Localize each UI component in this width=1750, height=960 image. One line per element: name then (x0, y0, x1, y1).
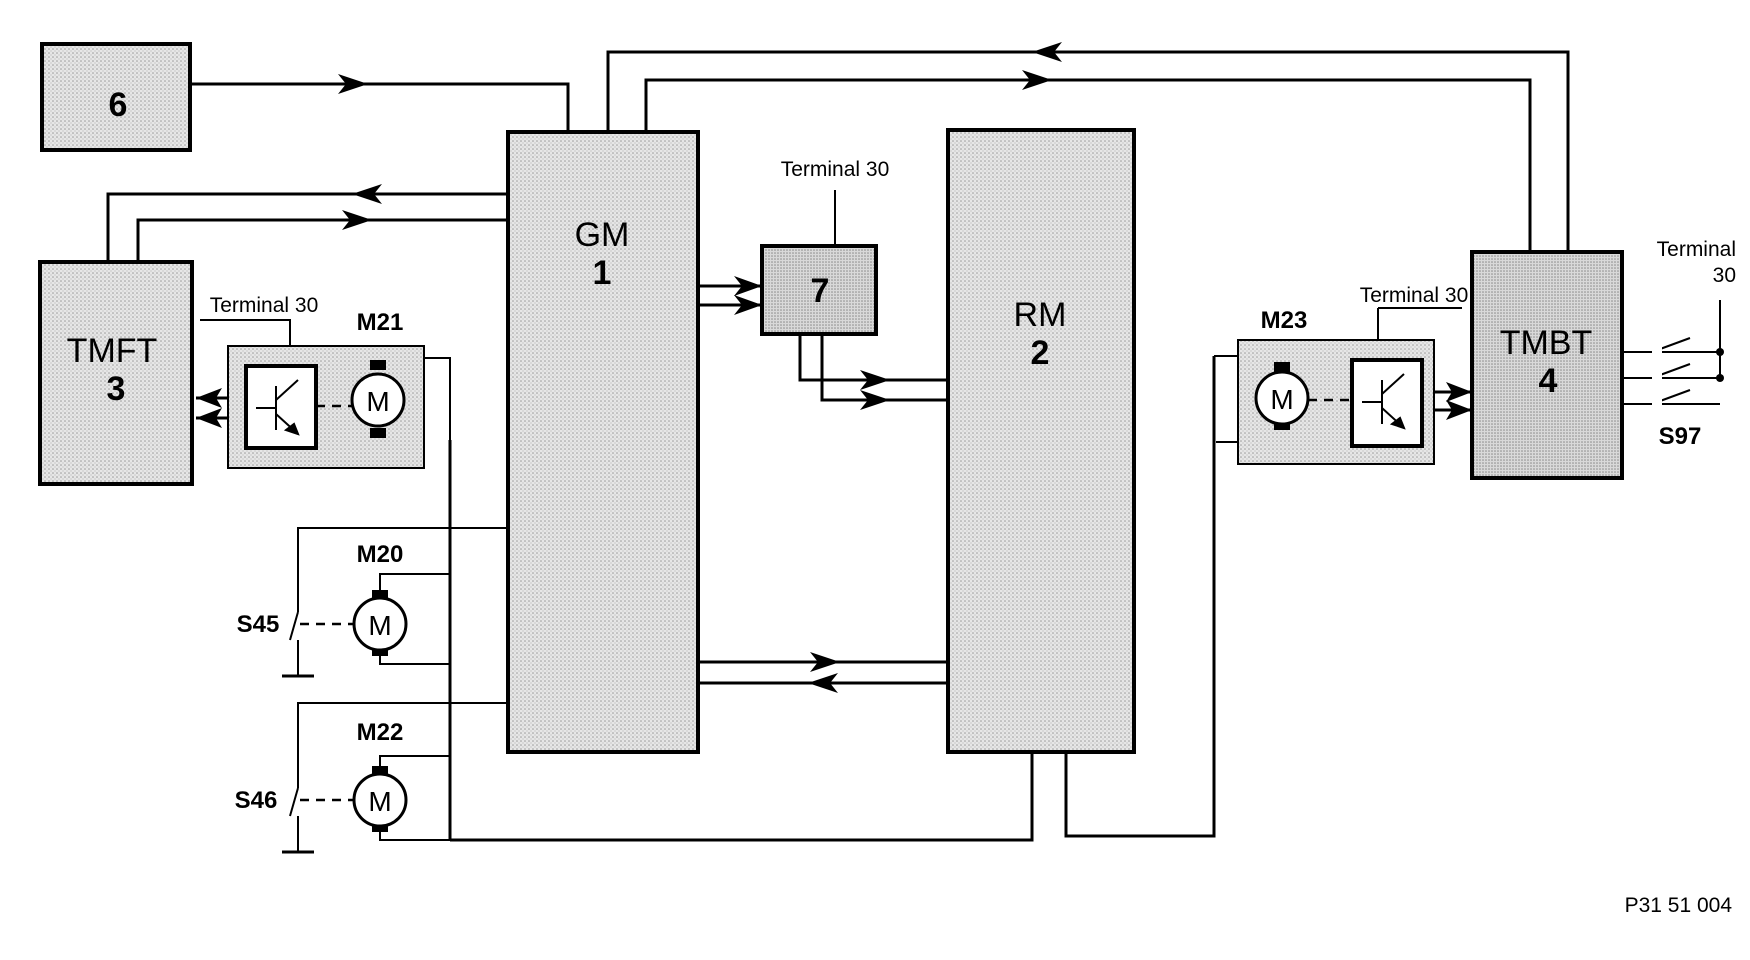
block-7-number: 7 (811, 272, 830, 310)
block-tmbt: TMBT 4 (1470, 250, 1624, 480)
block-gm-name: GM (575, 216, 630, 254)
switch-s46-icon (282, 787, 354, 854)
svg-text:M: M (368, 610, 391, 641)
motor-m23-icon: M (1254, 362, 1310, 430)
block-tmbt-name: TMBT (1500, 324, 1593, 362)
m21-module: M (227, 345, 425, 469)
s97-label: S97 (1659, 423, 1702, 450)
block-tmft-name: TMFT (67, 332, 158, 370)
block-tmft-number: 3 (107, 370, 126, 408)
transistor-icon (256, 379, 300, 436)
block-tmbt-number: 4 (1539, 362, 1558, 400)
m23-label: M23 (1261, 307, 1308, 334)
m22-label: M22 (357, 719, 404, 746)
block-6: 6 (40, 42, 192, 152)
svg-text:M: M (366, 386, 389, 417)
m21-label: M21 (357, 309, 404, 336)
svg-text:M: M (1270, 384, 1293, 415)
motor-m21-icon: M (350, 360, 406, 438)
s97-terminal-line1: Terminal (1657, 238, 1736, 261)
block-rm-number: 2 (1031, 334, 1050, 372)
block-tmft: TMFT 3 (38, 260, 194, 486)
switch-s45-icon (282, 611, 354, 678)
svg-text:M: M (368, 786, 391, 817)
s46-label: S46 (235, 787, 278, 814)
s45-label: S45 (237, 611, 280, 638)
arrows (196, 42, 1472, 693)
block-gm-number: 1 (593, 254, 612, 292)
m20-label: M20 (357, 541, 404, 568)
transistor-icon (1362, 373, 1406, 430)
block-rm: RM 2 (946, 128, 1136, 754)
motor-m22-icon: M (352, 766, 408, 832)
block-rm-name: RM (1014, 296, 1067, 334)
tmft-terminal-label: Terminal 30 (210, 294, 319, 317)
switch-s97-icon (1622, 337, 1724, 412)
figure-id: P31 51 004 (1625, 894, 1733, 917)
s97-terminal-line2: 30 (1713, 264, 1736, 287)
block-6-number: 6 (109, 86, 128, 124)
block-gm: GM 1 (506, 130, 700, 754)
block-7: 7 (760, 244, 878, 336)
tmbt-terminal-label: Terminal 30 (1360, 284, 1469, 307)
motor-m20-icon: M (352, 590, 408, 656)
m23-module: M (1237, 339, 1435, 465)
block-7-terminal-label: Terminal 30 (781, 158, 890, 181)
